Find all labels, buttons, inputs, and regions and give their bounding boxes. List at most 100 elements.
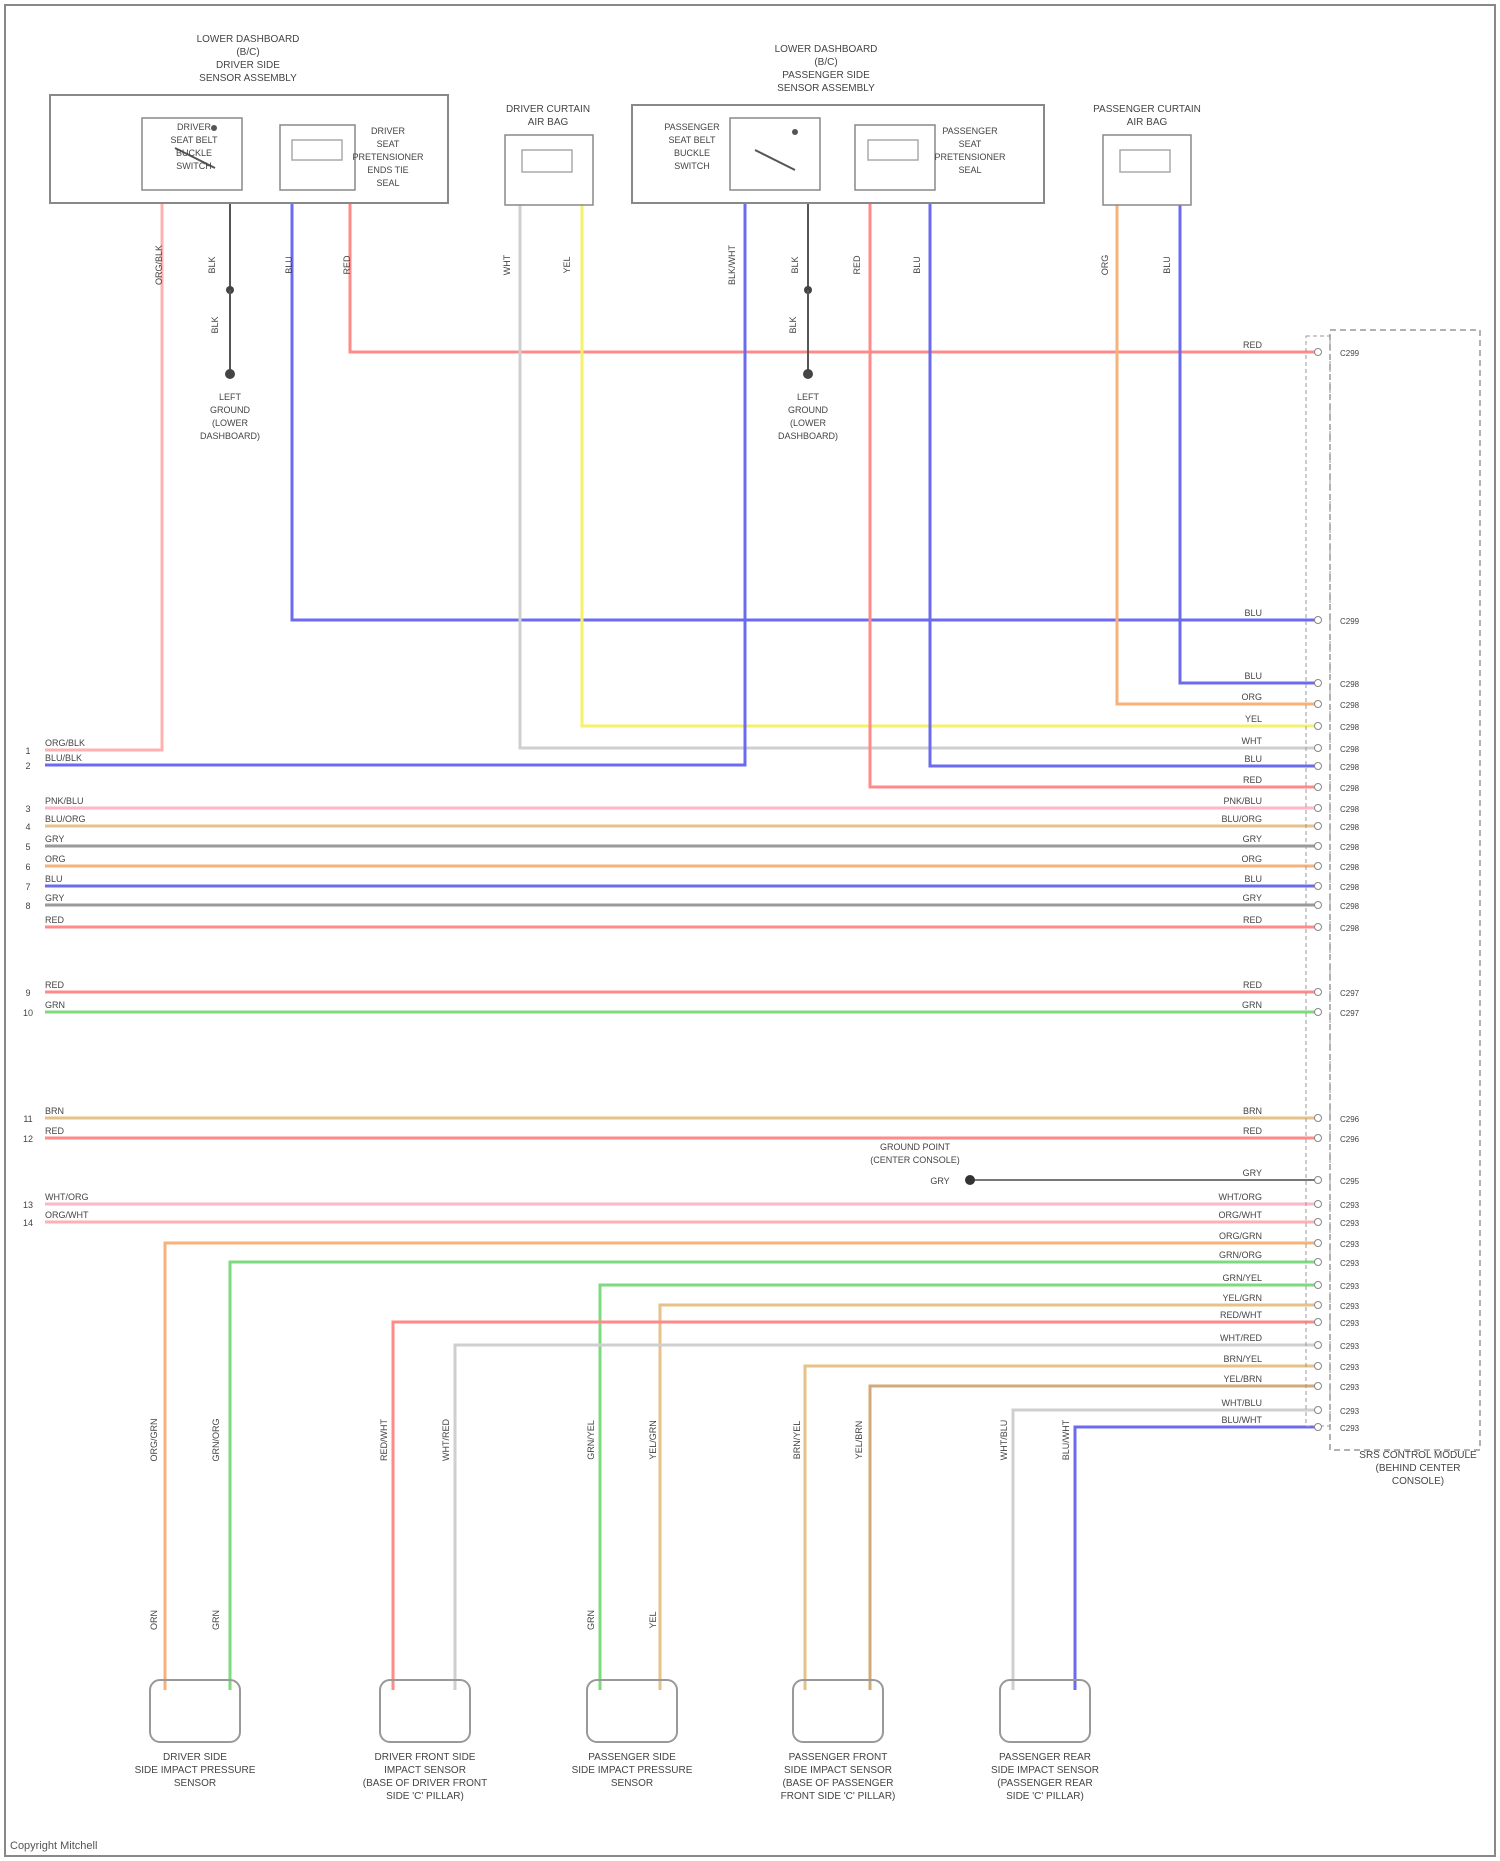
connector-pin — [1315, 617, 1322, 624]
ground-point-label: GROUND POINT — [880, 1142, 951, 1152]
connector-pin — [1315, 883, 1322, 890]
wire-sensor-9 — [1075, 1427, 1318, 1690]
top-wire-label: BLU — [912, 256, 922, 274]
right-wire-label: RED — [1243, 980, 1263, 990]
left-pin-number: 14 — [23, 1218, 33, 1228]
connector-pin — [1315, 349, 1322, 356]
wire-yel-curtain — [582, 205, 1318, 726]
left-pin-number: 6 — [25, 862, 30, 872]
ground-label: GROUND — [788, 405, 828, 415]
connector-label: C298 — [1340, 680, 1360, 689]
connector-pin — [1315, 1240, 1322, 1247]
top-wire-label: BLU — [1162, 256, 1172, 274]
wire-sensor-0 — [165, 1243, 1318, 1690]
driver-buckle-switch-label: BUCKLE — [176, 148, 212, 158]
connector-label: C293 — [1340, 1259, 1360, 1268]
sensor-wire-label: WHT/RED — [441, 1419, 451, 1461]
ground-wire-label: BLK — [210, 316, 220, 333]
connector-label: C299 — [1340, 349, 1360, 358]
connector-label: C293 — [1340, 1383, 1360, 1392]
copyright-footer: Copyright Mitchell — [10, 1840, 97, 1852]
connector-label: C298 — [1340, 924, 1360, 933]
connector-label: C293 — [1340, 1342, 1360, 1351]
passenger-sensor-assembly-title: (B/C) — [814, 57, 837, 68]
resistor-icon — [868, 140, 918, 160]
top-wire-label: RED — [342, 255, 352, 275]
wire-sensor-8 — [1013, 1410, 1318, 1690]
sensor-label: SIDE IMPACT PRESSURE — [135, 1765, 256, 1776]
wire-wht-curtain — [520, 205, 1318, 748]
driver-sensor-assembly-title: DRIVER SIDE — [216, 60, 280, 71]
ground-label: (LOWER — [790, 418, 827, 428]
sensor-label: (PASSENGER REAR — [997, 1778, 1092, 1789]
right-wire-label: BRN/YEL — [1223, 1354, 1262, 1364]
connector-label: C298 — [1340, 745, 1360, 754]
connector-pin — [1315, 1363, 1322, 1370]
switch-contact-icon — [792, 129, 798, 135]
sensor-label: DRIVER SIDE — [163, 1752, 227, 1763]
right-wire-label: ORG/GRN — [1219, 1231, 1262, 1241]
right-wire-label: BLU/ORG — [1221, 814, 1262, 824]
driver-sensor-assembly-title: SENSOR ASSEMBLY — [199, 73, 297, 84]
wire-sensor-3 — [660, 1305, 1318, 1690]
sensor-label: DRIVER FRONT SIDE — [375, 1752, 476, 1763]
resistor-icon — [292, 140, 342, 160]
driver-curtain-airbag-box — [505, 135, 593, 205]
connector-pin — [1315, 1383, 1322, 1390]
passenger-pretensioner-label: SEAL — [958, 165, 981, 175]
right-wire-label: GRY — [1243, 1168, 1262, 1178]
ground-label: DASHBOARD) — [200, 431, 260, 441]
left-wire-label: WHT/ORG — [45, 1192, 89, 1202]
left-wire-label: RED — [45, 980, 65, 990]
right-wire-label: RED — [1243, 340, 1263, 350]
connector-label: C298 — [1340, 763, 1360, 772]
driver-pretensioner-label: ENDS TIE — [367, 165, 408, 175]
wire-sensor-4 — [393, 1322, 1318, 1690]
passenger-buckle-switch-label: SWITCH — [674, 161, 710, 171]
left-pin-number: 9 — [25, 988, 30, 998]
driver-pretensioner-label: PRETENSIONER — [352, 152, 424, 162]
passenger-sensor-assembly-title: SENSOR ASSEMBLY — [777, 83, 875, 94]
passenger-buckle-switch-label: SEAT BELT — [668, 135, 716, 145]
top-wire-label: BLK — [207, 256, 217, 273]
right-wire-label: BLU — [1244, 671, 1262, 681]
right-wire-label: BLU — [1244, 608, 1262, 618]
sensor-wire-label: BRN/YEL — [792, 1421, 802, 1460]
connector-label: C296 — [1340, 1115, 1360, 1124]
connector-pin — [1315, 723, 1322, 730]
left-wire-label: GRN — [45, 1000, 65, 1010]
switch-contact-icon — [211, 125, 217, 131]
ground-point-wire-label: GRY — [930, 1176, 949, 1186]
top-wire-label: BLK/WHT — [727, 245, 737, 286]
airbag-squib-icon — [522, 150, 572, 172]
sensor-label: SIDE 'C' PILLAR) — [1006, 1791, 1084, 1802]
connector-label: C293 — [1340, 1240, 1360, 1249]
left-wire-label: BRN — [45, 1106, 64, 1116]
srs-control-module-title: CONSOLE) — [1392, 1476, 1444, 1487]
right-wire-label: GRY — [1243, 893, 1262, 903]
right-wire-label: WHT/RED — [1220, 1333, 1262, 1343]
connector-pin — [1315, 1135, 1322, 1142]
left-wire-label: GRY — [45, 834, 64, 844]
connector-label: C295 — [1340, 1177, 1360, 1186]
left-pin-number: 10 — [23, 1008, 33, 1018]
connector-pin — [1315, 1407, 1322, 1414]
top-wire-label: BLK — [790, 256, 800, 273]
connector-pin — [1315, 805, 1322, 812]
connector-pin — [1315, 1282, 1322, 1289]
right-wire-label: BLU — [1244, 874, 1262, 884]
right-wire-label: GRN/YEL — [1222, 1273, 1262, 1283]
left-pin-number: 4 — [25, 822, 30, 832]
sensor-wire-label: GRN — [211, 1610, 221, 1630]
connector-label: C293 — [1340, 1424, 1360, 1433]
connector-pin — [1315, 823, 1322, 830]
right-wire-label: BRN — [1243, 1106, 1262, 1116]
sensor-wire-label: YEL/GRN — [648, 1420, 658, 1460]
top-wire-label: ORG — [1100, 255, 1110, 276]
driver-curtain-airbag-title: AIR BAG — [528, 117, 569, 128]
sensor-wire-label: RED/WHT — [379, 1419, 389, 1461]
connector-label: C298 — [1340, 843, 1360, 852]
top-wire-label: ORG/BLK — [154, 245, 164, 285]
passenger-pretensioner-label: SEAT — [959, 139, 982, 149]
left-pin-number: 1 — [25, 746, 30, 756]
